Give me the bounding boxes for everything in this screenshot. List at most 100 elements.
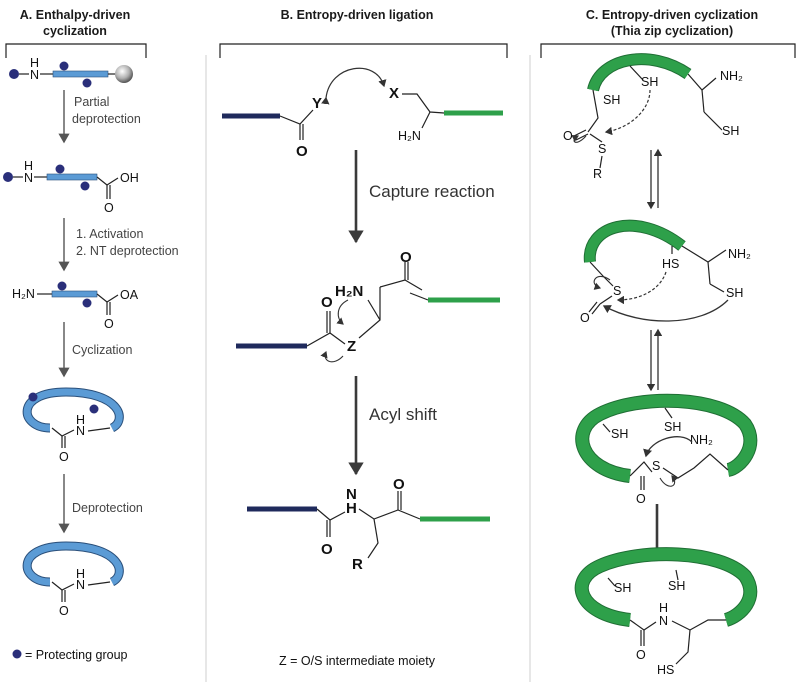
panel-c-title-line1: C. Entropy-driven cyclization — [586, 8, 758, 22]
atom-hs: HS — [657, 663, 674, 677]
atom-h: H — [30, 56, 39, 70]
protecting-group-dot — [3, 172, 13, 182]
atom-hs: HS — [662, 257, 679, 271]
peptide-chain — [46, 173, 98, 181]
atom-h: H — [76, 567, 85, 581]
protecting-group-dot — [59, 61, 69, 71]
panel-a-title-line2: cyclization — [43, 24, 107, 38]
atom-o: O — [59, 450, 69, 464]
dashed-attack-arrow — [604, 89, 651, 136]
step-partial: Partial — [74, 95, 109, 109]
equilibrium-arrows-1 — [646, 148, 663, 210]
step-deprotection: deprotection — [72, 112, 141, 126]
cyclic-peptide: O H N — [22, 541, 124, 618]
atom-o: O — [636, 492, 646, 506]
atom-n: N — [346, 486, 357, 503]
step-cyclization: Cyclization — [72, 343, 132, 357]
atom-h: H — [76, 413, 85, 427]
protecting-group-dot — [82, 78, 92, 88]
atom-n: N — [76, 578, 85, 592]
atom-o: O — [321, 294, 333, 311]
thioester-linear: NH₂ SH SH SH O S R — [563, 53, 743, 181]
atom-n: N — [30, 68, 39, 82]
panel-a: A. Enthalpy-driven cyclization H N Parti… — [3, 8, 179, 662]
atom-sh: SH — [611, 427, 628, 441]
cyclic-chain — [23, 542, 123, 586]
legend-protecting-group: = Protecting group — [25, 648, 128, 662]
atom-h2n: H₂N — [398, 129, 421, 143]
atom-o: O — [636, 648, 646, 662]
panel-c-bracket — [540, 43, 796, 58]
protecting-group-dot — [89, 404, 99, 414]
atom-sh: SH — [603, 93, 620, 107]
cyclic-peptide-product: SH SH O H N HS — [574, 547, 758, 677]
panel-b: B. Entropy-driven ligation Y O X H₂N Cap… — [219, 8, 508, 668]
solid-attack-arrow — [602, 299, 729, 322]
atom-h: H — [346, 500, 357, 517]
atom-s: S — [598, 142, 606, 156]
activated-peptide: H₂N OA O — [12, 281, 139, 331]
attack-arrow — [336, 299, 349, 325]
atom-sh: SH — [664, 420, 681, 434]
legend-protecting-group-dot — [12, 649, 22, 659]
panel-b-bracket — [219, 43, 508, 58]
atom-nh2: NH₂ — [690, 433, 713, 447]
step-nt-deprotection: 2. NT deprotection — [76, 244, 179, 258]
green-chain-ring — [576, 394, 757, 482]
atom-sh: SH — [641, 75, 658, 89]
atom-o: O — [400, 249, 412, 266]
atom-o: O — [393, 476, 405, 493]
leaving-arrow — [593, 275, 611, 290]
thioester-intermediate: NH₂ SH HS S O — [580, 219, 751, 325]
peptide-chain — [52, 70, 109, 78]
atom-x: X — [389, 85, 399, 102]
capture-curved-arrow — [321, 67, 387, 105]
macrocyclic-thioester: SH SH O S NH₂ — [575, 393, 758, 506]
atom-h: H — [24, 159, 33, 173]
step-capture-reaction: Capture reaction — [369, 182, 495, 201]
ligation-product: O N H O R — [247, 476, 490, 573]
atom-o: O — [59, 604, 69, 618]
atom-nh2: NH₂ — [728, 247, 751, 261]
equilibrium-arrows-2 — [646, 328, 663, 392]
panel-b-title: B. Entropy-driven ligation — [281, 8, 434, 22]
leaving-arrow — [320, 350, 344, 363]
atom-s: S — [613, 284, 621, 298]
protecting-group-dot — [9, 69, 19, 79]
atom-nh2: NH₂ — [720, 69, 743, 83]
atom-sh: SH — [614, 581, 631, 595]
panel-c-title-line2: (Thia zip cyclization) — [611, 24, 733, 38]
protecting-group-dot — [55, 164, 65, 174]
footnote-z-moiety: Z = O/S intermediate moiety — [279, 654, 436, 668]
atom-o: O — [563, 129, 573, 143]
atom-h: H — [659, 601, 668, 615]
atom-n: N — [76, 424, 85, 438]
atom-n: N — [659, 614, 668, 628]
leaving-arrow — [571, 135, 587, 143]
atom-o: O — [104, 317, 114, 331]
atom-h2n: H₂N — [12, 287, 35, 301]
atom-o: O — [104, 201, 114, 215]
atom-sh: SH — [668, 579, 685, 593]
resin-bound-peptide: H N — [9, 56, 133, 88]
capture-intermediate: O Z H₂N O — [236, 249, 500, 363]
panel-c: C. Entropy-driven cyclization (Thia zip … — [540, 8, 796, 677]
atom-n: N — [24, 171, 33, 185]
atom-sh: SH — [726, 286, 743, 300]
dashed-attack-arrow — [616, 271, 667, 305]
atom-sh: SH — [722, 124, 739, 138]
reactant-amine: X H₂N — [389, 85, 503, 143]
atom-o: O — [580, 311, 590, 325]
atom-oh: OH — [120, 171, 139, 185]
cyclic-chain — [23, 388, 123, 432]
atom-y: Y — [312, 95, 322, 112]
atom-oa: OA — [120, 288, 139, 302]
atom-z: Z — [347, 338, 356, 355]
panel-a-bracket — [5, 43, 147, 58]
protecting-group-dot — [57, 281, 67, 291]
atom-h2n: H₂N — [335, 283, 363, 300]
leaving-arrow — [659, 475, 679, 487]
atom-o: O — [296, 143, 308, 160]
